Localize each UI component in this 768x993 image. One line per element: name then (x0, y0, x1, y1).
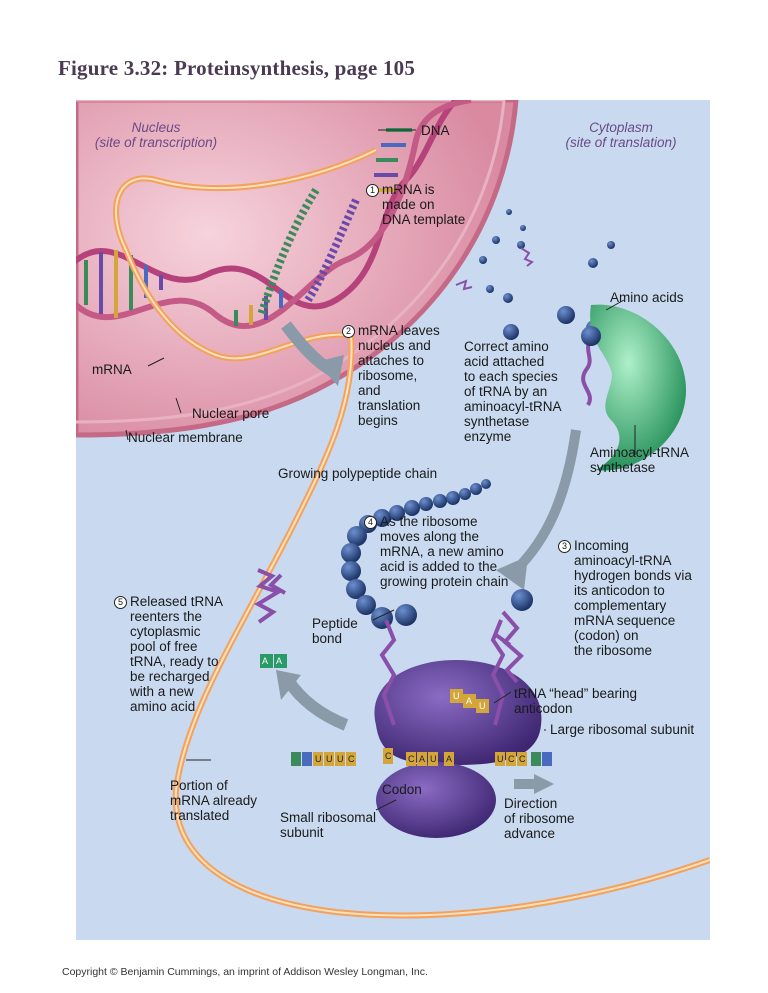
step-4-number: 4 (364, 516, 377, 529)
svg-text:C: C (385, 751, 392, 761)
copyright-text: Copyright © Benjamin Cummings, an imprin… (62, 966, 428, 978)
nuclear-pore-label: Nuclear pore (192, 406, 270, 421)
trna-in-ribosome-left (379, 619, 397, 726)
svg-text:U: U (315, 754, 322, 764)
svg-text:C: C (348, 754, 355, 764)
step-2-number: 2 (342, 325, 355, 338)
trna-released (253, 568, 286, 624)
correct-amino-acid-label: Correct amino acid attached to each spec… (464, 339, 562, 444)
leader-lines (125, 129, 636, 811)
svg-text:A: A (262, 656, 268, 666)
nucleus-label: Nucleus (site of transcription) (94, 120, 218, 150)
step-3-number: 3 (558, 540, 571, 553)
portion-translated-label: Portion of mRNA already translated (170, 778, 258, 823)
figure-title: Figure 3.32: Proteinsynthesis, page 105 (58, 56, 416, 80)
svg-text:U: U (430, 754, 437, 764)
step-1-label: 1 (366, 182, 382, 197)
small-ribosomal-subunit (376, 762, 496, 838)
amino-acid-on-incoming-trna (511, 589, 533, 611)
step-2-text: mRNA leaves nucleus and attaches to ribo… (358, 323, 440, 428)
synthetase-enzyme (590, 304, 686, 471)
trna-on-synthetase (581, 334, 595, 407)
free-trna-small-1 (520, 247, 534, 267)
step-4-number-wrap: 4 (364, 514, 380, 529)
synthetase-label: Aminoacyl-tRNA synthetase (590, 445, 690, 475)
nuclear-membrane-label: Nuclear membrane (128, 430, 243, 445)
anticodon-released: A A (260, 654, 287, 668)
svg-text:U: U (497, 754, 504, 764)
large-subunit-label: Large ribosomal subunit (550, 722, 695, 737)
svg-text:C: C (519, 754, 526, 764)
trna-head-label: tRNA “head” bearing anticodon (514, 686, 638, 716)
step-3-text: Incoming aminoacyl-tRNA hydrogen bonds v… (574, 538, 692, 658)
mrna-strand-highlight (115, 149, 710, 917)
anticodon-incoming: U A U (450, 689, 489, 713)
svg-text:C: C (408, 754, 415, 764)
dna-label: DNA (421, 123, 450, 138)
step-2-number-wrap: 2 (342, 323, 358, 338)
arrow-release-trna (282, 676, 349, 731)
free-trna-small-2 (455, 279, 473, 291)
svg-text:C: C (508, 754, 515, 764)
codon-label: Codon (382, 782, 422, 797)
trna-incoming (494, 610, 524, 684)
amino-acids-label: Amino acids (610, 290, 684, 305)
step-4-text: As the ribosome moves along the mRNA, a … (380, 514, 509, 589)
step-1-number: 1 (366, 184, 379, 197)
amino-acid-on-trna-left (395, 604, 417, 626)
step-5-text: Released tRNA reenters the cytoplasmic p… (130, 594, 224, 714)
step-3-number-wrap: 3 (558, 538, 574, 553)
small-subunit-label: Small ribosomal subunit (280, 810, 377, 840)
svg-text:A: A (419, 754, 425, 764)
svg-text:U: U (337, 754, 344, 764)
svg-text:U: U (479, 701, 486, 711)
step-1-text: mRNA is made on DNA template (382, 182, 466, 227)
svg-text:U: U (453, 691, 460, 701)
peptide-bond-label: Peptide bond (312, 616, 358, 646)
cytoplasm-label: Cytoplasm (site of translation) (565, 120, 677, 150)
mrna-label: mRNA (92, 362, 132, 377)
diagram-panel: A A U A U U U U C C C A U A U C C (76, 100, 710, 940)
protein-synthesis-illustration: A A U A U U U U C C C A U A U C C (76, 100, 710, 919)
direction-label: Direction of ribosome advance (504, 796, 575, 841)
svg-text:A: A (446, 754, 452, 764)
amino-acid-on-synthetase-trna (581, 326, 601, 346)
trna-in-ribosome-right (490, 619, 506, 726)
step-5-number: 5 (114, 596, 127, 609)
svg-text:U: U (326, 754, 333, 764)
mrna-codon-row: U U U C C C A U A U C C (291, 748, 552, 766)
svg-text:A: A (276, 656, 282, 666)
step-5-number-wrap: 5 (114, 594, 130, 609)
growing-chain-label: Growing polypeptide chain (278, 466, 438, 481)
svg-text:A: A (466, 696, 472, 706)
amino-acid-near-synthetase (557, 306, 575, 324)
